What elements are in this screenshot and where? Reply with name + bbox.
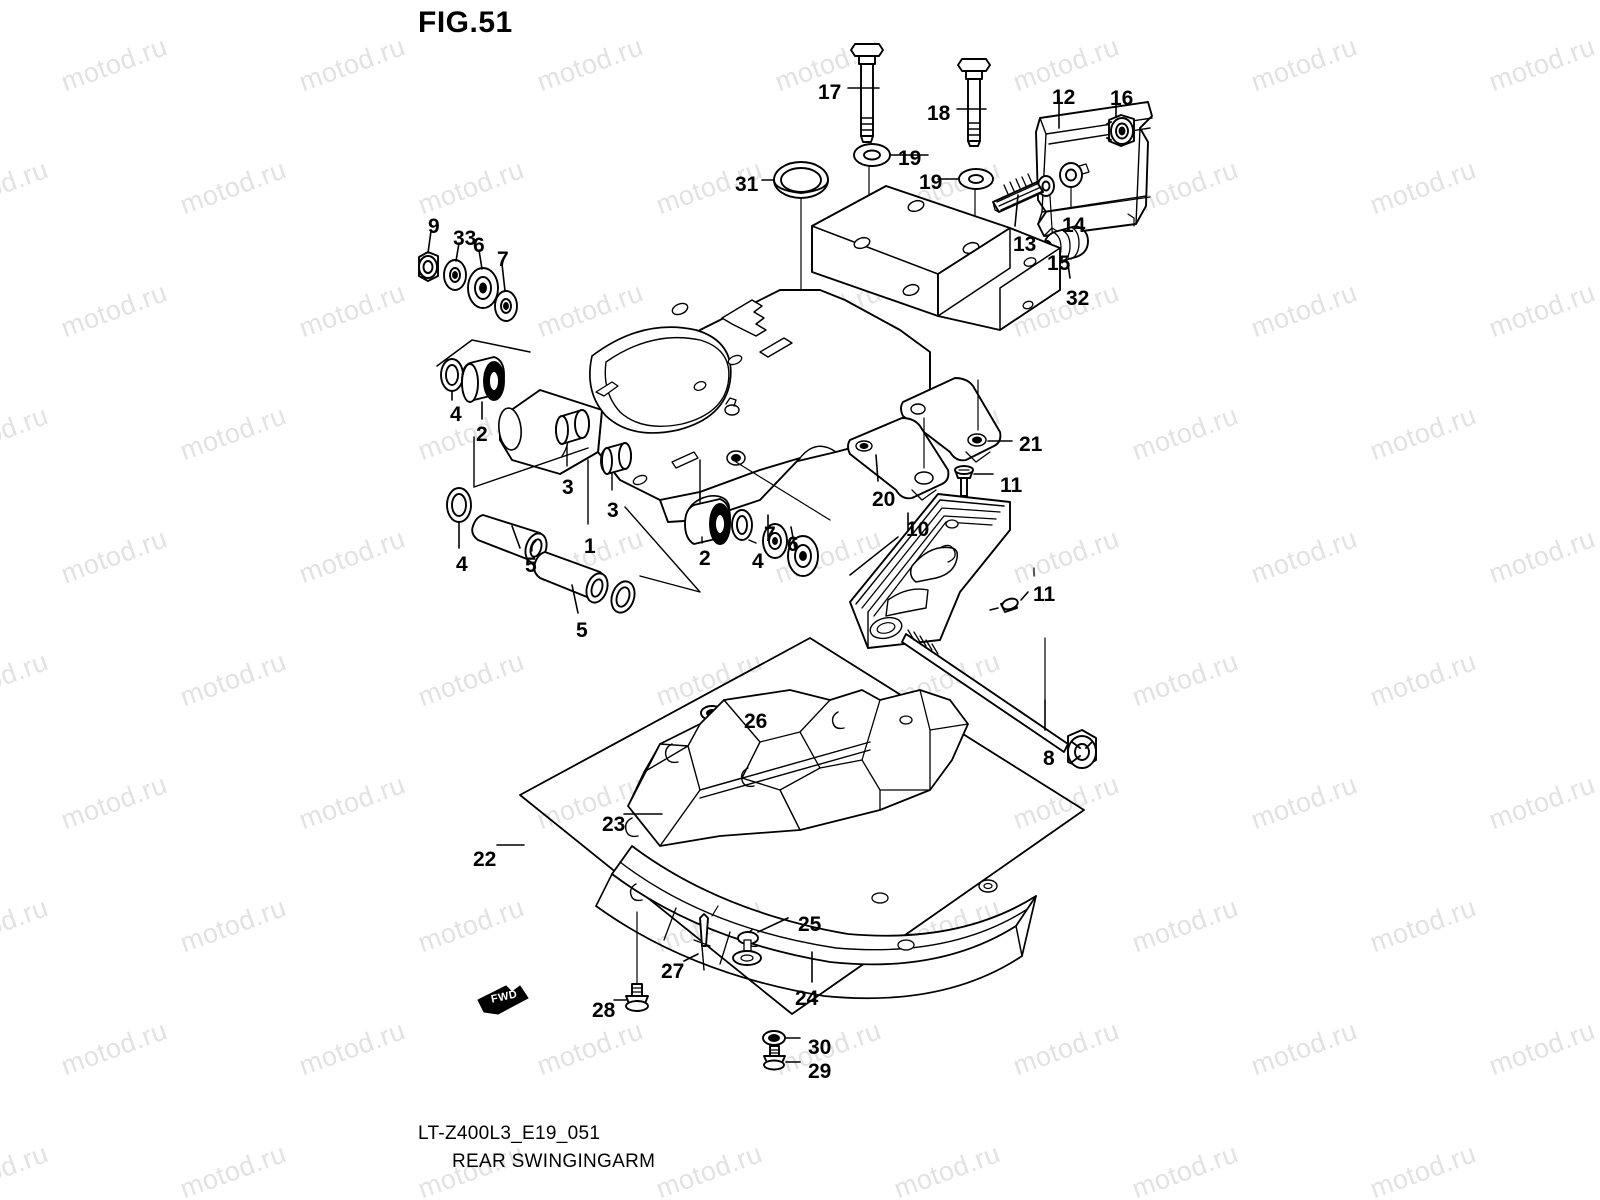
callout-number-8: 8 (1043, 747, 1055, 770)
part-23-bracket (624, 689, 969, 847)
part-11-screw-a (954, 465, 974, 497)
part-3-spacer-a (555, 409, 590, 445)
callout-number-24: 24 (795, 987, 819, 1010)
diagram-caption: LT-Z400L3_E19_051 REAR SWINGINGARM (418, 1120, 655, 1175)
part-7-washer-b (762, 523, 788, 559)
part-25-grommet (732, 931, 762, 966)
part-33-washer (443, 259, 467, 291)
part-19-washer-b (958, 168, 994, 190)
part-14-washer (1059, 162, 1083, 188)
callout-number-2: 2 (699, 547, 711, 570)
callout-number-1: 1 (584, 535, 596, 558)
callout-number-15: 15 (1047, 252, 1071, 275)
callout-number-14: 14 (1062, 214, 1086, 237)
callout-number-11: 11 (1033, 583, 1056, 606)
callout-number-13: 13 (1013, 233, 1037, 256)
callout-number-12: 12 (1052, 86, 1076, 109)
callout-number-9: 9 (428, 215, 440, 238)
callout-number-17: 17 (818, 81, 842, 104)
part-10-chain-slider (849, 493, 1011, 649)
callout-number-22: 22 (473, 848, 497, 871)
callout-number-4: 4 (752, 550, 764, 573)
callout-number-4: 4 (456, 553, 468, 576)
part-29-bolt (763, 1045, 786, 1071)
part-6-washer-b (787, 535, 819, 577)
callout-number-5: 5 (576, 619, 588, 642)
callout-number-7: 7 (764, 523, 776, 546)
callout-number-29: 29 (808, 1060, 832, 1083)
part-17-bolt (850, 43, 884, 143)
callout-number-16: 16 (1110, 87, 1134, 110)
caption-name: REAR SWINGINGARM (452, 1150, 656, 1172)
part-11-screw-b (989, 597, 1019, 613)
callout-number-21: 21 (1019, 433, 1043, 456)
callout-number-32: 32 (1066, 287, 1090, 310)
callout-number-28: 28 (592, 999, 616, 1022)
callout-number-20: 20 (872, 488, 896, 511)
callout-number-23: 23 (602, 813, 626, 836)
caption-code: LT-Z400L3_E19_051 (418, 1123, 601, 1144)
page-title: FIG.51 (418, 6, 513, 39)
fwd-arrow-icon (477, 985, 529, 1015)
part-6-washer (467, 267, 499, 309)
fwd-label: FWD (490, 988, 519, 1006)
part-28-bolt (625, 983, 649, 1012)
part-9-nut (418, 251, 439, 282)
part-5-sleeve-b (533, 551, 609, 604)
callout-number-18: 18 (927, 102, 951, 125)
part-31-grommet (773, 161, 829, 199)
boss-bolt (726, 450, 746, 466)
part-8-pivot-shaft (901, 629, 1097, 769)
callout-number-4: 4 (450, 403, 462, 426)
part-4-seal-c (610, 580, 636, 614)
callout-number-6: 6 (787, 533, 799, 556)
callout-number-33: 33 (453, 227, 477, 250)
callout-number-31: 31 (735, 173, 759, 196)
callout-number-19: 19 (919, 171, 943, 194)
callout-number-5: 5 (525, 554, 537, 577)
rear-carrier-bracket (937, 227, 1061, 331)
callout-number-30: 30 (808, 1036, 832, 1059)
callout-number-25: 25 (798, 913, 822, 936)
callout-number-3: 3 (562, 476, 574, 499)
callout-number-7: 7 (497, 248, 509, 271)
fwd-direction-marker: FWD (478, 984, 532, 1014)
callout-number-19: 19 (898, 147, 922, 170)
callout-number-10: 10 (906, 518, 930, 541)
part-19-washer-a (853, 143, 891, 167)
part-4-seal-a (440, 358, 464, 392)
part-3-spacer-b (600, 442, 632, 475)
part-7-washer (494, 290, 518, 322)
callout-number-26: 26 (744, 710, 768, 733)
callout-number-11: 11 (1000, 474, 1023, 497)
callout-number-3: 3 (607, 499, 619, 522)
part-18-bolt (957, 58, 991, 147)
part-2-bushing-a (461, 356, 505, 403)
callout-number-6: 6 (473, 234, 485, 257)
part-2-bushing-b (684, 498, 731, 545)
part-27-pin (693, 913, 711, 971)
part-21-bracket (900, 377, 1002, 463)
part-4-seal-b (446, 487, 472, 523)
part-16-nut (1106, 114, 1135, 147)
callout-number-2: 2 (476, 423, 488, 446)
part-20-bracket (847, 417, 950, 501)
callout-number-27: 27 (661, 960, 685, 983)
part-4-seal-d (731, 509, 753, 541)
